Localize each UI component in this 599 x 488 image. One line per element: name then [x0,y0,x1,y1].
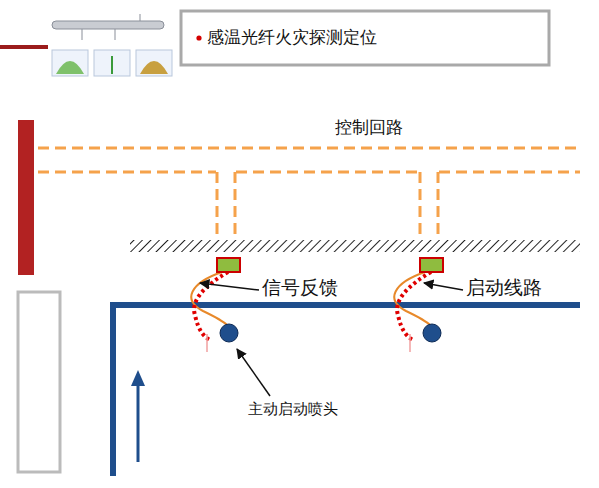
callout-label: 主动启动喷头 [248,400,338,418]
title-text: 感温光纤火灾探测定位 [207,27,377,47]
ceiling-hatch [130,240,580,252]
detector-assembly [191,258,240,352]
bullet [196,35,201,40]
leader-lines [200,283,463,396]
flow-arrow [131,370,145,462]
fiber-icon [52,14,172,76]
pipe [113,305,580,476]
control-loop-lines [38,148,580,240]
loop-label: 控制回路 [335,117,403,137]
callout-label: 信号反馈 [262,276,338,299]
title-box [181,11,549,65]
side-panel [18,120,34,275]
detector-assembly [394,258,443,352]
side-box [18,292,60,472]
header-rule [0,45,48,49]
callout-label: 启动线路 [466,276,542,299]
